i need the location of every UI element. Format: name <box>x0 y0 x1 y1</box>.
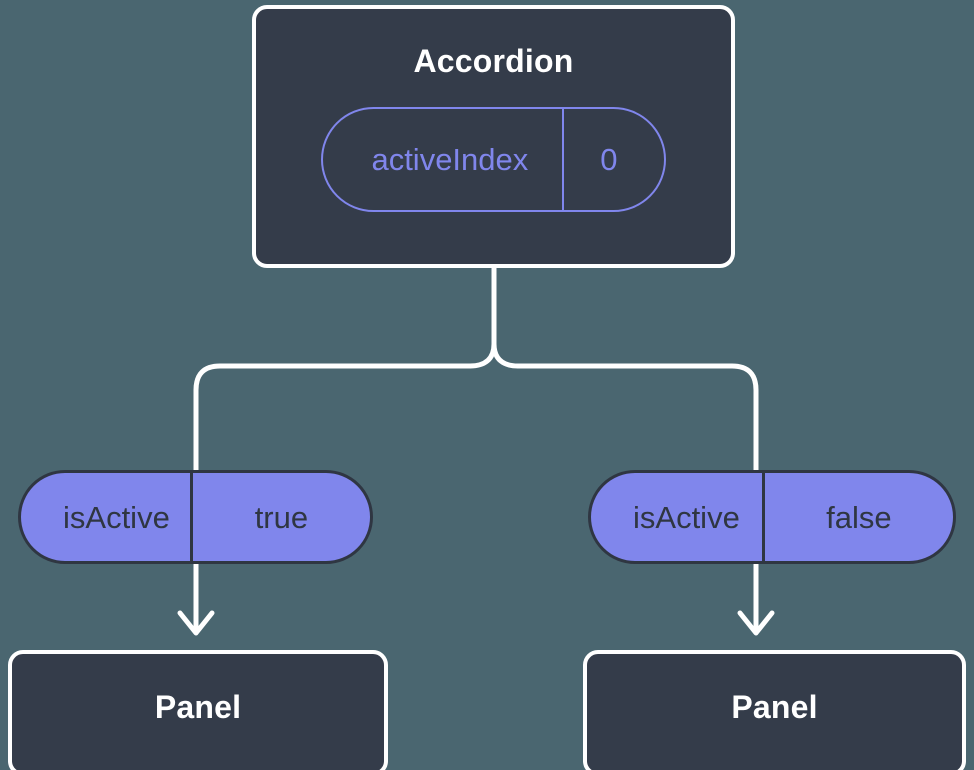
node-panel-right-title: Panel <box>731 689 818 725</box>
connector-branch-left <box>193 363 473 473</box>
node-accordion[interactable]: Accordion activeIndex 0 <box>252 5 735 268</box>
prop-pill-is-active-false-key: isActive <box>633 499 740 535</box>
node-panel-right[interactable]: Panel <box>583 650 966 770</box>
node-accordion-title: Accordion <box>413 43 574 79</box>
connector-junction-left <box>467 341 497 369</box>
node-panel-left[interactable]: Panel <box>8 650 388 770</box>
prop-pill-is-active-true-key: isActive <box>63 499 170 535</box>
arrow-left-head-icon <box>177 610 215 636</box>
prop-pill-active-index-value: 0 <box>562 109 663 210</box>
arrow-right-head-icon <box>737 610 775 636</box>
prop-pill-active-index[interactable]: activeIndex 0 <box>321 107 666 212</box>
node-panel-left-title: Panel <box>154 689 242 725</box>
prop-pill-is-active-false[interactable]: isActive false <box>588 470 956 564</box>
prop-pill-active-index-key: activeIndex <box>371 142 529 177</box>
connector-junction-right <box>491 341 521 369</box>
prop-pill-is-active-true-value: true <box>189 473 370 561</box>
prop-pill-is-active-true[interactable]: isActive true <box>18 470 373 564</box>
prop-pill-is-active-false-value: false <box>761 473 953 561</box>
connector-branch-right <box>515 363 759 473</box>
